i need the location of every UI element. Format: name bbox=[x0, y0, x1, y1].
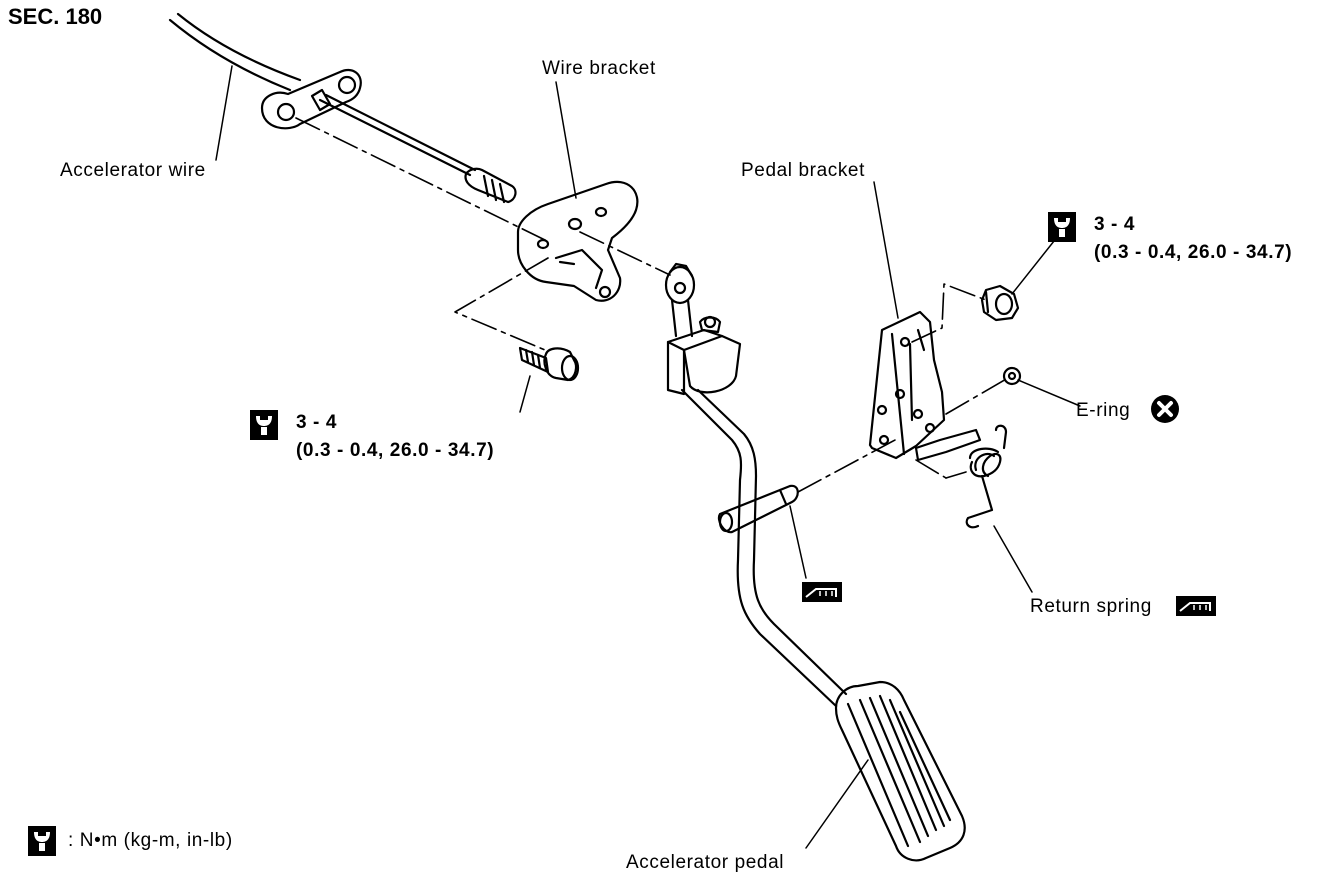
wire-ferrule bbox=[464, 167, 517, 204]
legend-torque-unit: : N•m (kg-m, in-lb) bbox=[68, 830, 233, 851]
torque-range-nut: 3 - 4 bbox=[1094, 214, 1136, 235]
accelerator-pedal-pad bbox=[834, 680, 966, 862]
label-accelerator-pedal: Accelerator pedal bbox=[626, 852, 785, 873]
pedal-arm-upper bbox=[664, 262, 696, 338]
torque-wrench-icon bbox=[250, 410, 278, 440]
pivot-pin bbox=[717, 484, 799, 534]
label-accelerator-wire: Accelerator wire bbox=[60, 160, 206, 181]
section-number: SEC. 180 bbox=[8, 4, 103, 29]
bracket-bolt bbox=[518, 346, 580, 382]
grease-icon bbox=[1176, 596, 1216, 616]
torque-wrench-icon bbox=[1048, 212, 1076, 242]
label-return-spring: Return spring bbox=[1030, 596, 1152, 617]
torque-detail-bolt: (0.3 - 0.4, 26.0 - 34.7) bbox=[296, 440, 495, 461]
label-pedal-bracket: Pedal bracket bbox=[741, 160, 865, 181]
e-ring bbox=[1002, 366, 1022, 386]
return-spring bbox=[915, 424, 1008, 529]
torque-range-bolt: 3 - 4 bbox=[296, 412, 338, 433]
accelerator-wire-cable bbox=[168, 12, 302, 92]
pedal-nut bbox=[980, 284, 1020, 322]
torque-wrench-icon bbox=[28, 826, 56, 856]
x-circle-icon bbox=[1151, 395, 1179, 423]
leader-lines bbox=[215, 65, 1081, 849]
wire-bracket bbox=[516, 180, 639, 302]
label-e-ring: E-ring bbox=[1076, 400, 1131, 421]
torque-detail-nut: (0.3 - 0.4, 26.0 - 34.7) bbox=[1094, 242, 1293, 263]
pedal-bracket bbox=[868, 310, 946, 460]
grease-icon bbox=[802, 582, 842, 602]
pedal-arm bbox=[680, 388, 848, 708]
wire-end-fitting bbox=[260, 68, 362, 130]
inner-wire bbox=[318, 98, 472, 177]
pedal-stopper bbox=[666, 315, 742, 396]
label-wire-bracket: Wire bracket bbox=[542, 58, 656, 79]
